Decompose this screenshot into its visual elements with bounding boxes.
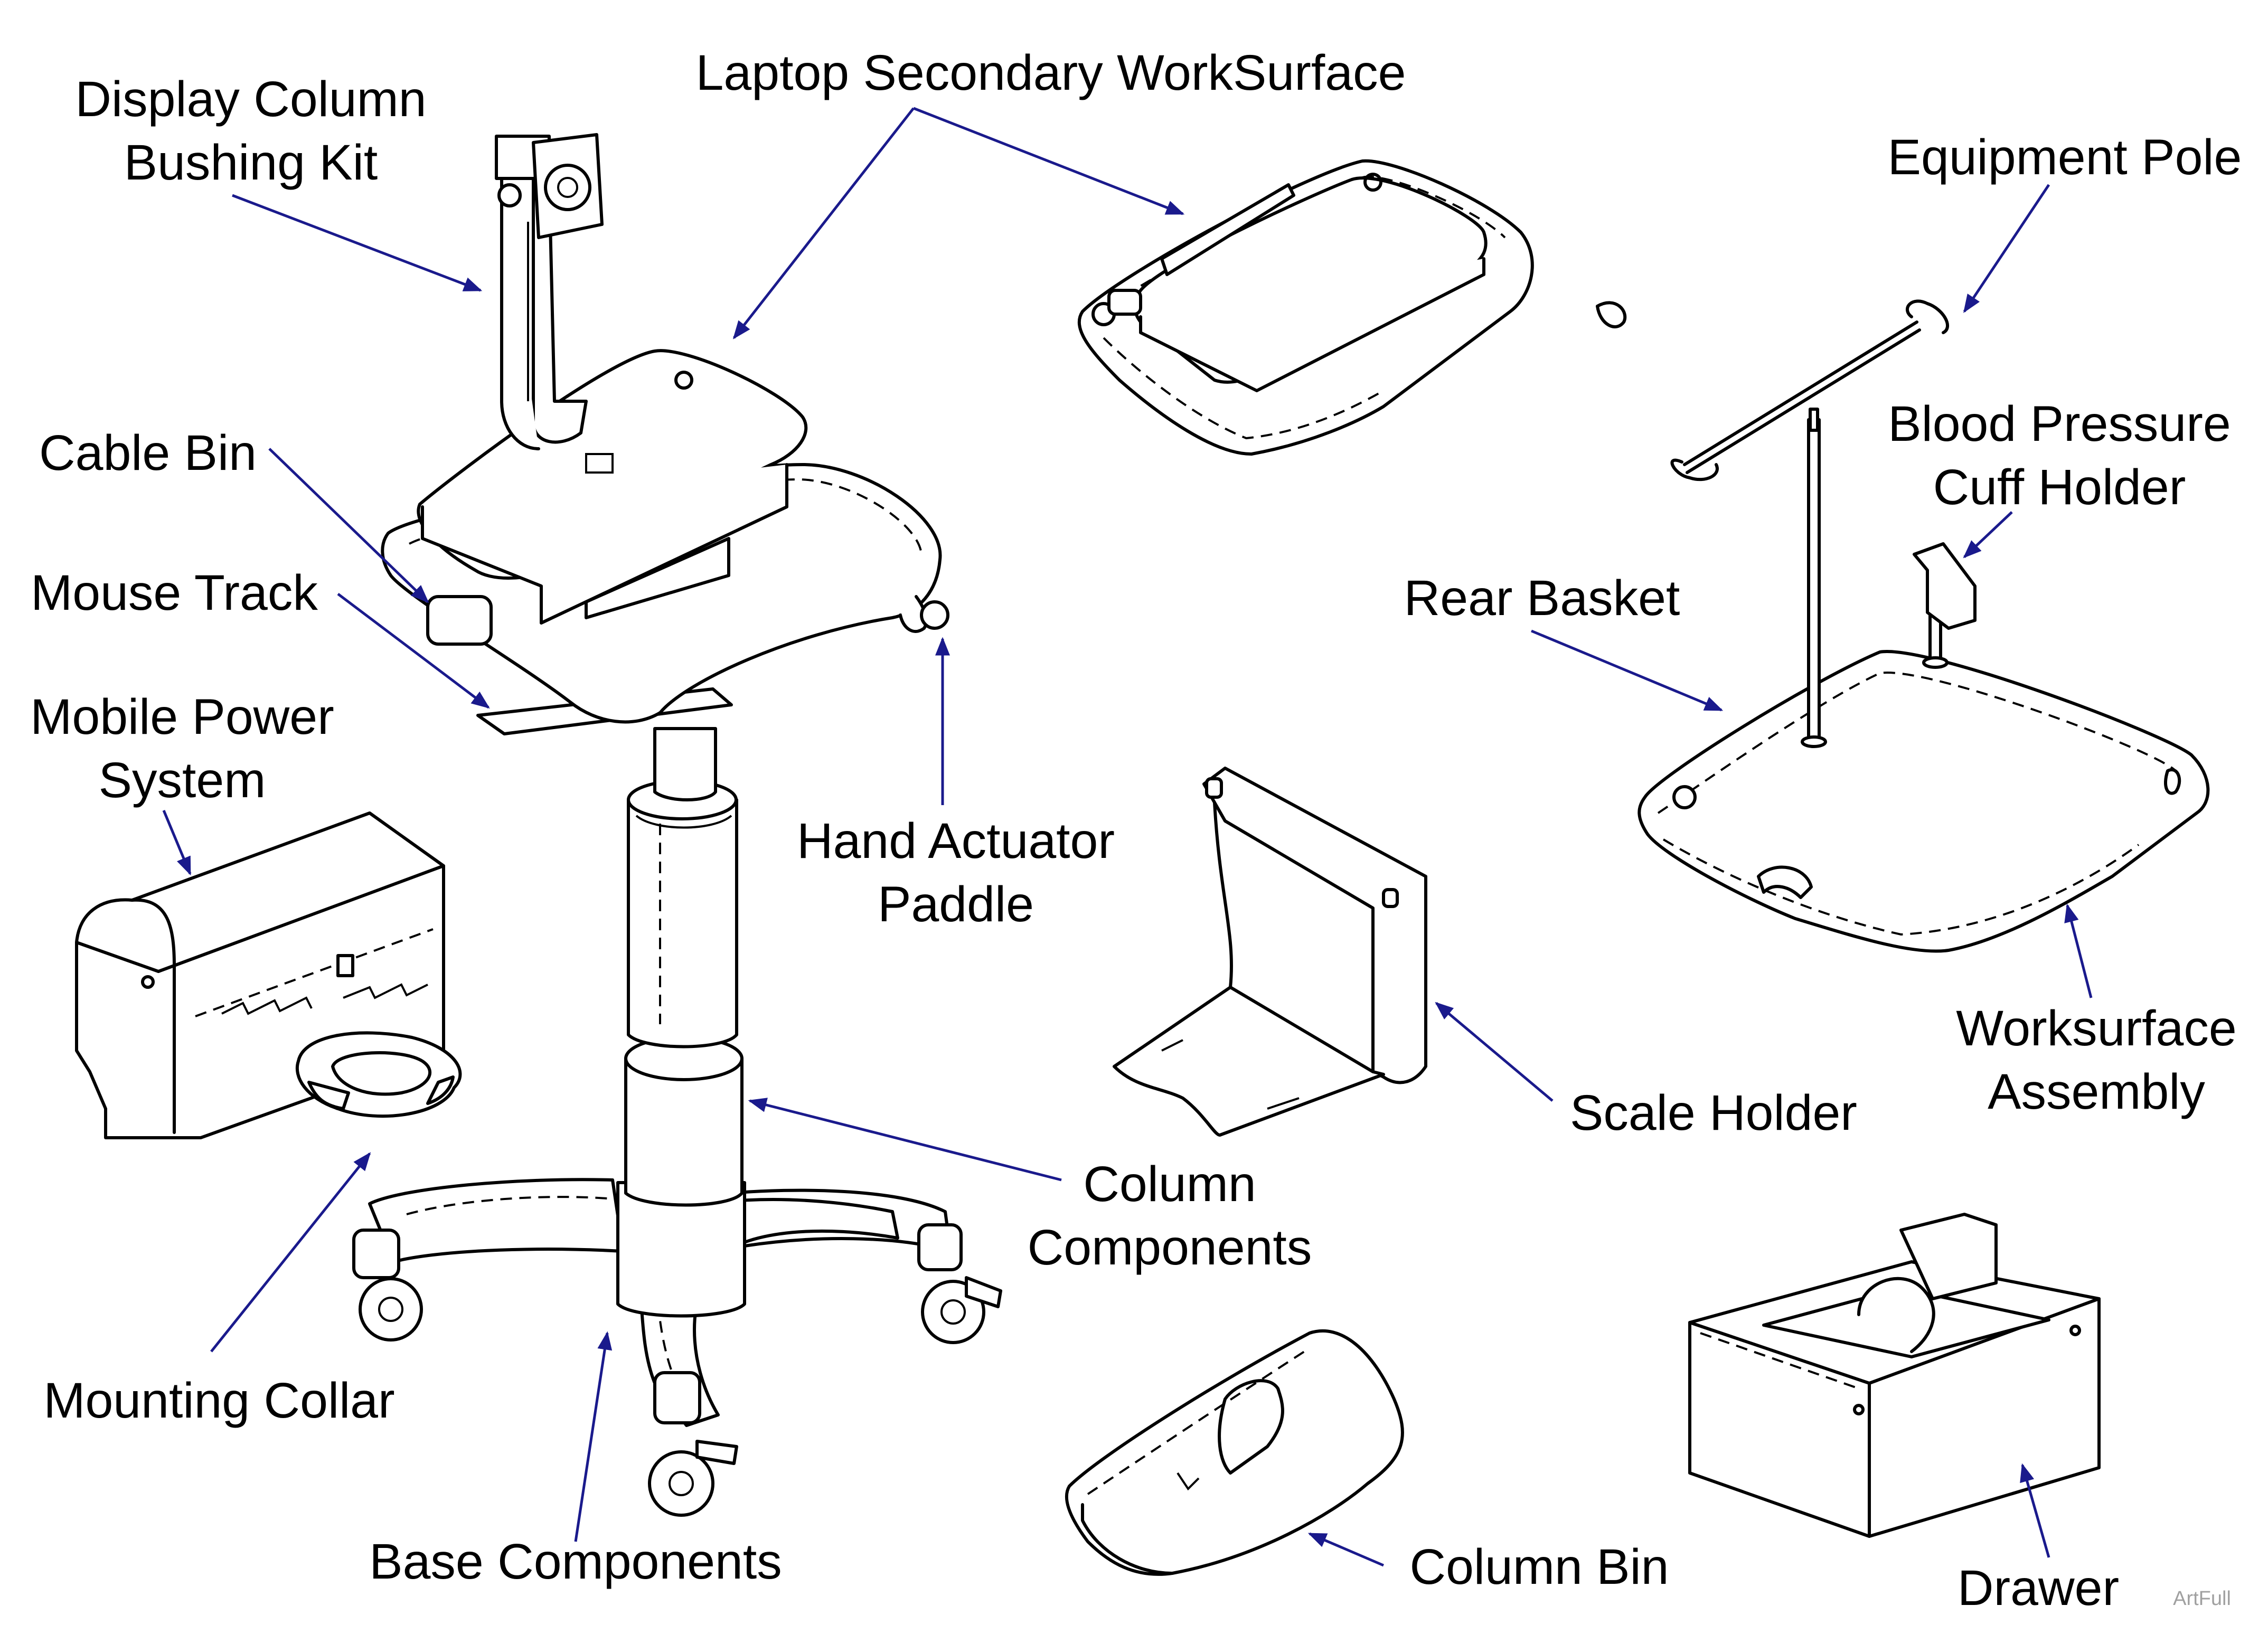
arrow-scale-holder xyxy=(1435,1002,1554,1102)
arrow-bp-cuff xyxy=(1963,511,2013,559)
art-reference-code: ArtFull xyxy=(2173,1588,2231,1610)
arrow-column-bin xyxy=(1307,1532,1384,1567)
column-components-drawing xyxy=(616,727,746,1318)
scale-holder-drawing xyxy=(1113,767,1427,1137)
arrow-display-column xyxy=(232,194,483,292)
label-worksurface-line1: Worksurface xyxy=(1956,1000,2236,1056)
drawer-drawing xyxy=(1688,1213,2101,1538)
arrow-mobile-power xyxy=(162,810,192,876)
arrow-base-components xyxy=(574,1331,613,1542)
label-bp-cuff-line2: Cuff Holder xyxy=(1933,459,2186,515)
arrow-mounting-collar xyxy=(210,1152,371,1353)
label-drawer: Drawer xyxy=(1958,1560,2119,1616)
arrow-rear-basket xyxy=(1531,629,1724,712)
column-bin-drawing xyxy=(1065,1329,1404,1576)
label-scale-holder: Scale Holder xyxy=(1570,1085,1857,1141)
laptop-secondary-worksurface-drawing xyxy=(1077,159,1627,456)
label-column-components-line1: Column xyxy=(1083,1156,1256,1212)
label-column-components-line2: Components xyxy=(1028,1220,1312,1276)
arrow-cable-bin xyxy=(268,448,429,603)
arrow-drawer xyxy=(2020,1463,2050,1558)
label-cable-bin: Cable Bin xyxy=(39,425,257,481)
arrow-laptop-surface-b xyxy=(913,107,1185,215)
worksurface-assembly-drawing xyxy=(1638,299,2210,953)
label-mounting-collar: Mounting Collar xyxy=(43,1373,394,1429)
label-hand-actuator-line2: Paddle xyxy=(878,876,1034,932)
label-rear-basket: Rear Basket xyxy=(1404,570,1680,626)
cart-assembly xyxy=(352,133,1002,1517)
label-display-column-line2: Bushing Kit xyxy=(124,135,378,191)
label-mobile-power-line2: System xyxy=(99,752,266,808)
label-mobile-power-line1: Mobile Power xyxy=(30,689,334,745)
label-equipment-pole: Equipment Pole xyxy=(1888,129,2242,185)
label-worksurface-line2: Assembly xyxy=(1988,1064,2205,1120)
label-bp-cuff-line1: Blood Pressure xyxy=(1888,396,2231,452)
callout-arrows xyxy=(162,107,2093,1567)
laptop-tray-on-cart xyxy=(417,349,808,625)
label-mouse-track: Mouse Track xyxy=(31,565,318,621)
arrow-worksurface xyxy=(2064,903,2093,998)
display-column-drawing xyxy=(495,133,604,450)
arrow-mouse-track xyxy=(337,593,490,709)
label-hand-actuator-line1: Hand Actuator xyxy=(797,813,1115,869)
callout-labels: Display Column Bushing Kit Laptop Second… xyxy=(30,45,2242,1616)
arrow-column-components xyxy=(748,1098,1062,1182)
arrow-laptop-surface-a xyxy=(732,107,915,339)
label-base-components: Base Components xyxy=(369,1534,782,1590)
arrow-equipment-pole xyxy=(1963,184,2050,313)
label-laptop-secondary-worksurface: Laptop Secondary WorkSurface xyxy=(696,45,1406,101)
label-display-column-line1: Display Column xyxy=(75,71,426,127)
label-column-bin: Column Bin xyxy=(1409,1539,1669,1595)
mounting-collar-drawing xyxy=(295,1031,462,1118)
